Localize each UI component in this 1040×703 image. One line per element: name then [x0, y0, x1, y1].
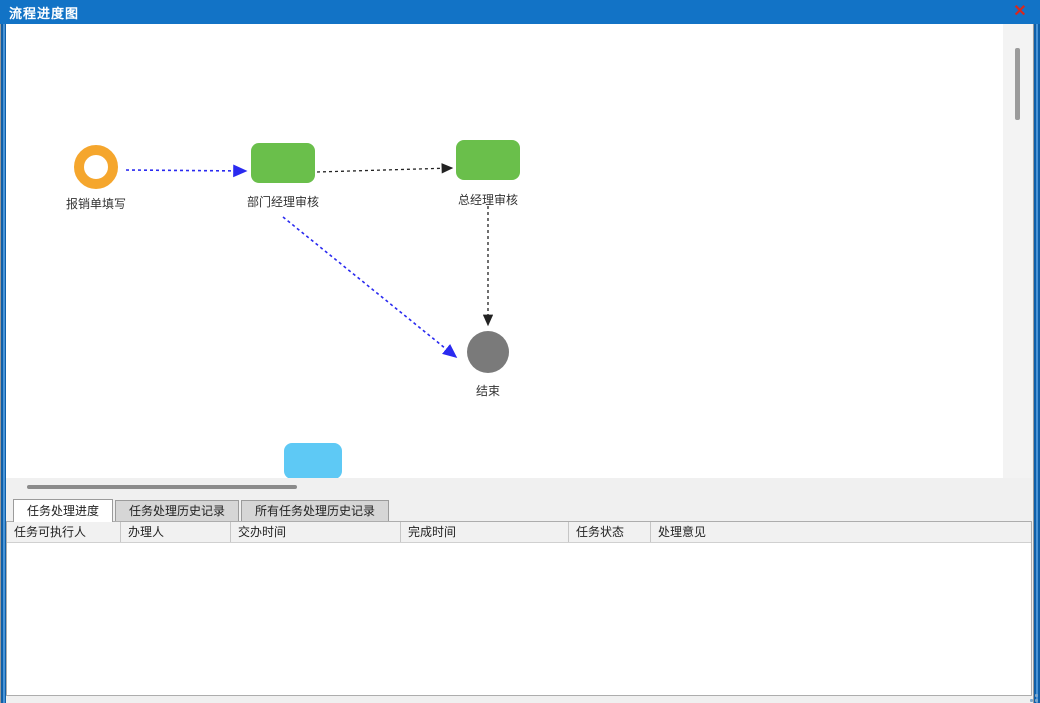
column-header-handler[interactable]: 办理人: [121, 522, 231, 542]
canvas-horizontal-scrollbar[interactable]: [6, 482, 1032, 492]
window-resize-grip[interactable]: [1026, 690, 1038, 702]
flow-node-general-manager-review[interactable]: 总经理审核: [456, 140, 520, 207]
task-box-icon: [284, 443, 342, 478]
flow-node-offscreen-task[interactable]: [284, 443, 342, 478]
flow-node-label: 部门经理审核: [246, 195, 320, 209]
flow-node-label: 结束: [475, 384, 501, 398]
table-header-row: 任务可执行人 办理人 交办时间 完成时间 任务状态 处理意见: [7, 522, 1031, 543]
column-header-task-status[interactable]: 任务状态: [569, 522, 651, 542]
edge-start-to-dept: [125, 164, 248, 178]
column-header-finish-time[interactable]: 完成时间: [401, 522, 569, 542]
tab-all-task-history[interactable]: 所有任务处理历史记录: [241, 500, 390, 522]
task-tabs: 任务处理进度 任务处理历史记录 所有任务处理历史记录: [13, 499, 391, 522]
start-ring-icon: [74, 145, 118, 189]
edge-dept-to-gm: [316, 163, 454, 174]
task-box-icon: [456, 140, 520, 180]
column-header-task-executor[interactable]: 任务可执行人: [7, 522, 121, 542]
dialog-title: 流程进度图: [9, 5, 80, 21]
flow-edges-layer: [125, 163, 494, 359]
flow-node-label: 总经理审核: [457, 193, 519, 207]
vertical-scrollbar-thumb[interactable]: [1015, 48, 1020, 120]
window-border-left: [0, 0, 6, 703]
horizontal-scrollbar-thumb[interactable]: [27, 485, 297, 489]
column-header-opinion[interactable]: 处理意见: [658, 525, 707, 539]
table-body-empty: [7, 543, 1031, 695]
tab-task-history[interactable]: 任务处理历史记录: [115, 500, 240, 522]
tab-task-progress[interactable]: 任务处理进度: [13, 499, 114, 522]
task-box-icon: [251, 143, 315, 183]
end-circle-icon: [467, 331, 509, 373]
flow-node-start[interactable]: 报销单填写: [66, 145, 126, 211]
edge-dept-to-end: [282, 216, 458, 359]
flow-node-dept-manager-review[interactable]: 部门经理审核: [247, 143, 319, 209]
flow-node-label: 报销单填写: [65, 197, 127, 211]
flow-diagram-canvas[interactable]: 报销单填写 部门经理审核 总经理审核 结束: [6, 24, 1003, 478]
task-table-panel: 任务可执行人 办理人 交办时间 完成时间 任务状态 处理意见: [6, 521, 1032, 696]
column-header-assign-time[interactable]: 交办时间: [231, 522, 401, 542]
title-bar[interactable]: 流程进度图 ✕: [0, 0, 1040, 24]
flow-node-end[interactable]: 结束: [467, 331, 509, 398]
close-icon[interactable]: ✕: [1013, 3, 1027, 20]
window-border-right: [1033, 0, 1040, 703]
canvas-vertical-scrollbar[interactable]: [1003, 24, 1032, 478]
